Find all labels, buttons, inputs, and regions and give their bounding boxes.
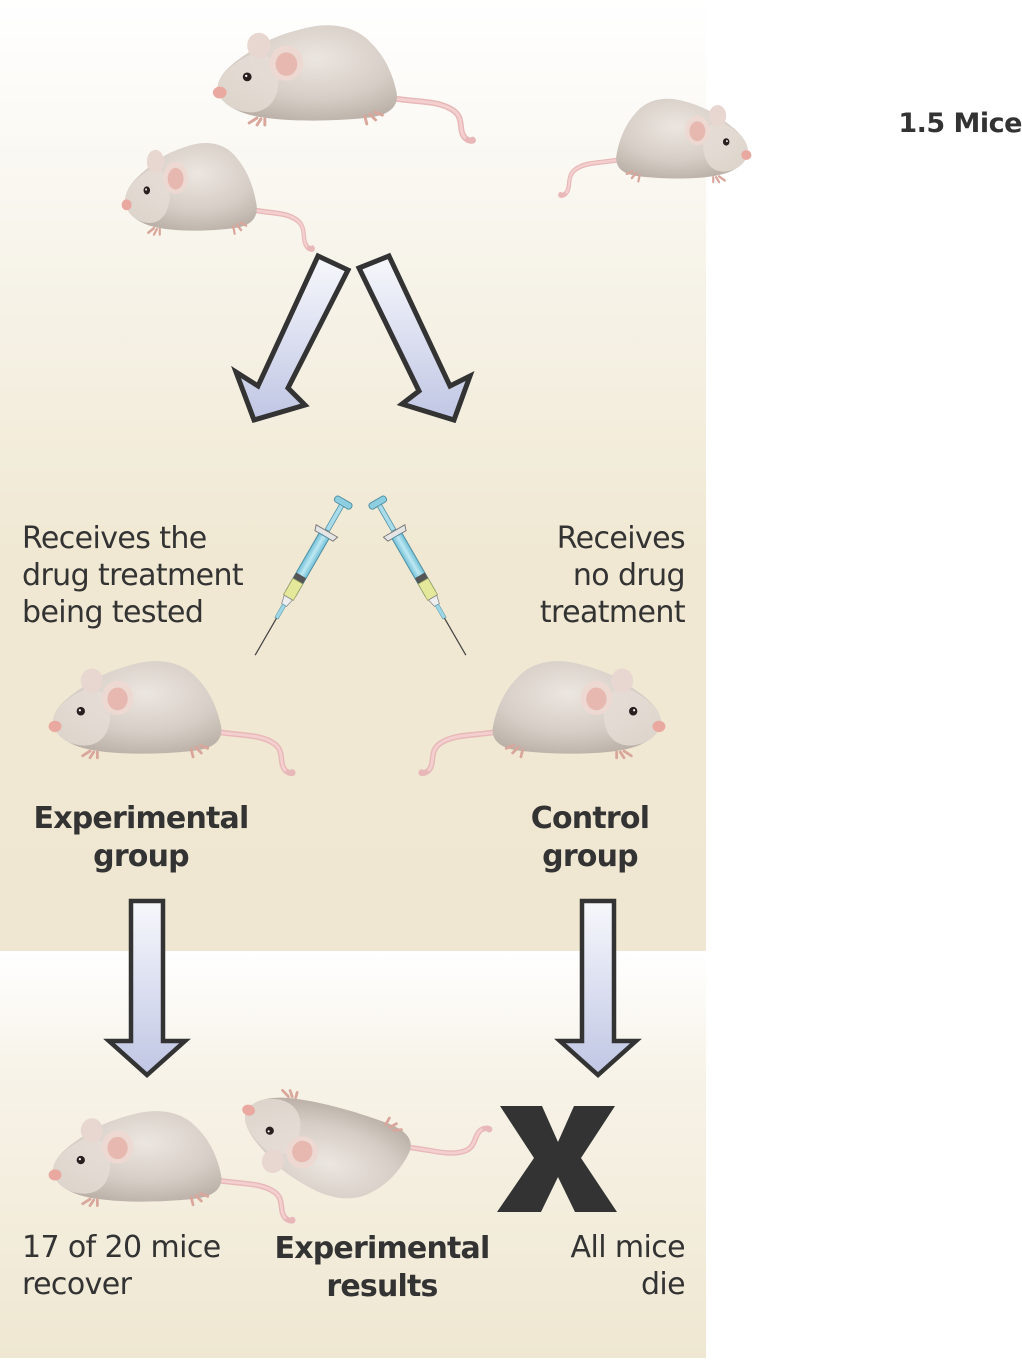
down-arrow-left xyxy=(231,252,352,424)
label-line: being tested xyxy=(22,595,204,630)
mouse-illustration-experimental xyxy=(49,661,293,773)
label-line: drug treatment xyxy=(22,558,244,593)
label-line: recover xyxy=(22,1267,132,1302)
mouse-illustration-dead xyxy=(226,1066,489,1232)
label-line: group xyxy=(93,839,190,874)
syringe-icon-control xyxy=(364,492,478,662)
label-line: die xyxy=(640,1267,686,1302)
control-treatment-label: Receives no drug treatment xyxy=(539,520,686,631)
results-heading: Experimental results xyxy=(262,1230,502,1306)
x-mark-icon xyxy=(497,1106,617,1212)
mouse-illustration-top-2 xyxy=(560,99,751,196)
label-line: All mice xyxy=(570,1230,686,1265)
experimental-treatment-label: Receives the drug treatment being tested xyxy=(22,520,244,631)
experimental-group-label: Experimental group xyxy=(16,800,266,876)
label-line: Control xyxy=(530,801,650,836)
label-line: group xyxy=(542,839,639,874)
syringe-icon-experimental xyxy=(243,492,357,662)
label-line: Experimental xyxy=(33,801,250,836)
label-line: treatment xyxy=(539,595,686,630)
mouse-illustration-top-3 xyxy=(122,143,313,249)
label-line: Experimental xyxy=(274,1231,491,1266)
experimental-outcome-label: 17 of 20 mice recover xyxy=(22,1229,221,1303)
down-arrow-control xyxy=(554,898,642,1079)
control-outcome-label: All mice die xyxy=(570,1229,686,1303)
mouse-illustration-control xyxy=(421,661,665,773)
down-arrow-right xyxy=(355,252,475,424)
label-line: Receives the xyxy=(22,521,207,556)
experiment-setup-panel xyxy=(0,0,706,951)
label-line: no drug xyxy=(572,558,686,593)
control-group-label: Control group xyxy=(490,800,690,876)
label-line: Receives xyxy=(556,521,686,556)
mouse-illustration-top-1 xyxy=(213,25,473,141)
figure-title: 1.5 Mice xyxy=(898,108,1022,139)
label-line: results xyxy=(326,1269,438,1304)
down-arrow-experimental xyxy=(103,898,191,1079)
label-line: 17 of 20 mice xyxy=(22,1230,221,1265)
